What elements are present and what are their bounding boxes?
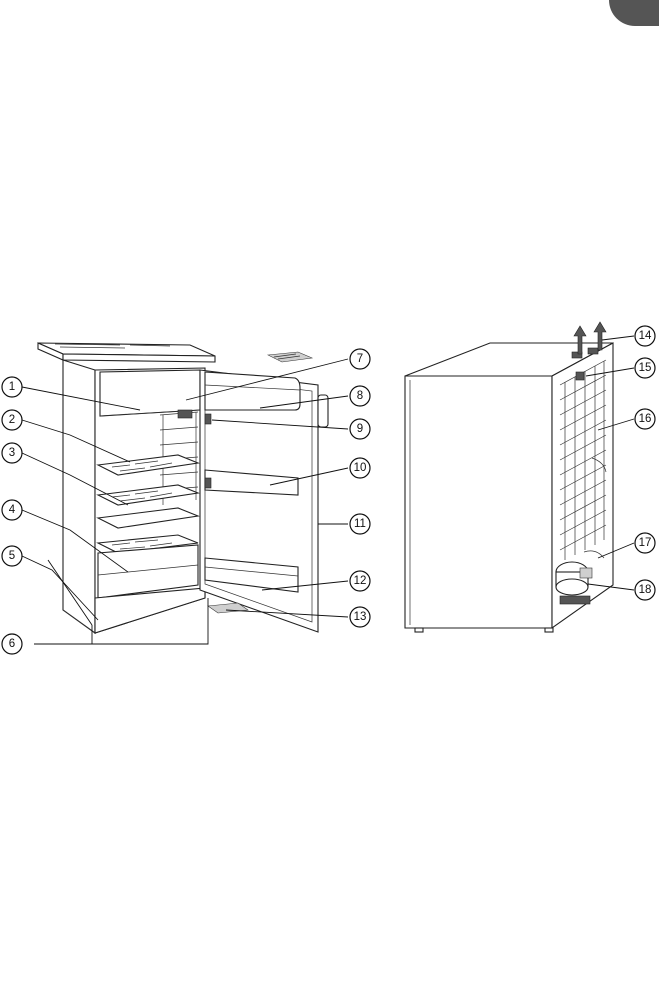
callout-16: 16 xyxy=(635,409,655,429)
callout-14: 14 xyxy=(635,326,655,346)
callout-11: 11 xyxy=(350,514,370,534)
front-view-illustration xyxy=(38,343,328,633)
callout-13-label: 13 xyxy=(354,611,367,623)
callout-10: 10 xyxy=(350,458,370,478)
callout-12: 12 xyxy=(350,571,370,591)
callout-1-label: 1 xyxy=(9,381,15,393)
callout-18-label: 18 xyxy=(639,584,652,596)
callout-2-label: 2 xyxy=(9,414,15,426)
callout-3-label: 3 xyxy=(9,447,15,459)
callout-6-label: 6 xyxy=(9,638,15,650)
callout-1: 1 xyxy=(2,377,22,397)
callout-15: 15 xyxy=(635,358,655,378)
callout-10-label: 10 xyxy=(354,462,367,474)
callout-5-label: 5 xyxy=(9,550,15,562)
callout-17-label: 17 xyxy=(639,537,652,549)
callout-15-label: 15 xyxy=(639,362,652,374)
callout-8-label: 8 xyxy=(357,390,363,402)
callout-18: 18 xyxy=(635,580,655,600)
callout-12-label: 12 xyxy=(354,575,367,587)
callout-7-label: 7 xyxy=(357,353,363,365)
callout-9-label: 9 xyxy=(357,423,363,435)
callout-6: 6 xyxy=(2,634,22,654)
callout-11-label: 11 xyxy=(354,518,366,530)
callout-14-label: 14 xyxy=(639,330,652,342)
callout-2: 2 xyxy=(2,410,22,430)
rear-view-illustration xyxy=(405,322,613,632)
callout-16-label: 16 xyxy=(639,413,652,425)
callout-4-label: 4 xyxy=(9,504,16,516)
callout-8: 8 xyxy=(350,386,370,406)
callout-13: 13 xyxy=(350,607,370,627)
callout-17: 17 xyxy=(635,533,655,553)
callout-3: 3 xyxy=(2,443,22,463)
callout-7: 7 xyxy=(350,349,370,369)
callout-4: 4 xyxy=(2,500,22,520)
callout-9: 9 xyxy=(350,419,370,439)
callout-5: 5 xyxy=(2,546,22,566)
